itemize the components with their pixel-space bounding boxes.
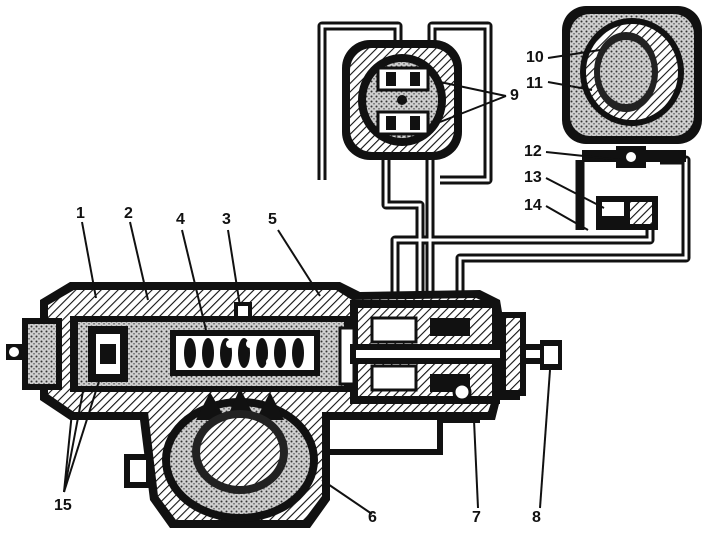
control-valve-block [342, 40, 462, 160]
callout-10: 10 [526, 49, 544, 66]
callout-5: 5 [268, 211, 277, 228]
callout-12: 12 [524, 143, 542, 160]
callout-8: 8 [532, 509, 541, 526]
callout-3: 3 [222, 211, 231, 228]
callout-13: 13 [524, 169, 542, 186]
callout-14: 14 [524, 197, 542, 214]
callout-7: 7 [472, 509, 481, 526]
callout-4: 4 [176, 211, 185, 228]
pump-reservoir [562, 6, 702, 144]
pressure-valves [582, 146, 686, 230]
callout-2: 2 [124, 205, 133, 222]
callout-15: 15 [54, 497, 72, 514]
leader-lines [63, 49, 623, 515]
callout-9: 9 [510, 87, 519, 104]
steering-gear-housing [6, 282, 562, 528]
callout-11: 11 [526, 75, 543, 92]
callout-1: 1 [76, 205, 85, 222]
callout-6: 6 [368, 509, 377, 526]
